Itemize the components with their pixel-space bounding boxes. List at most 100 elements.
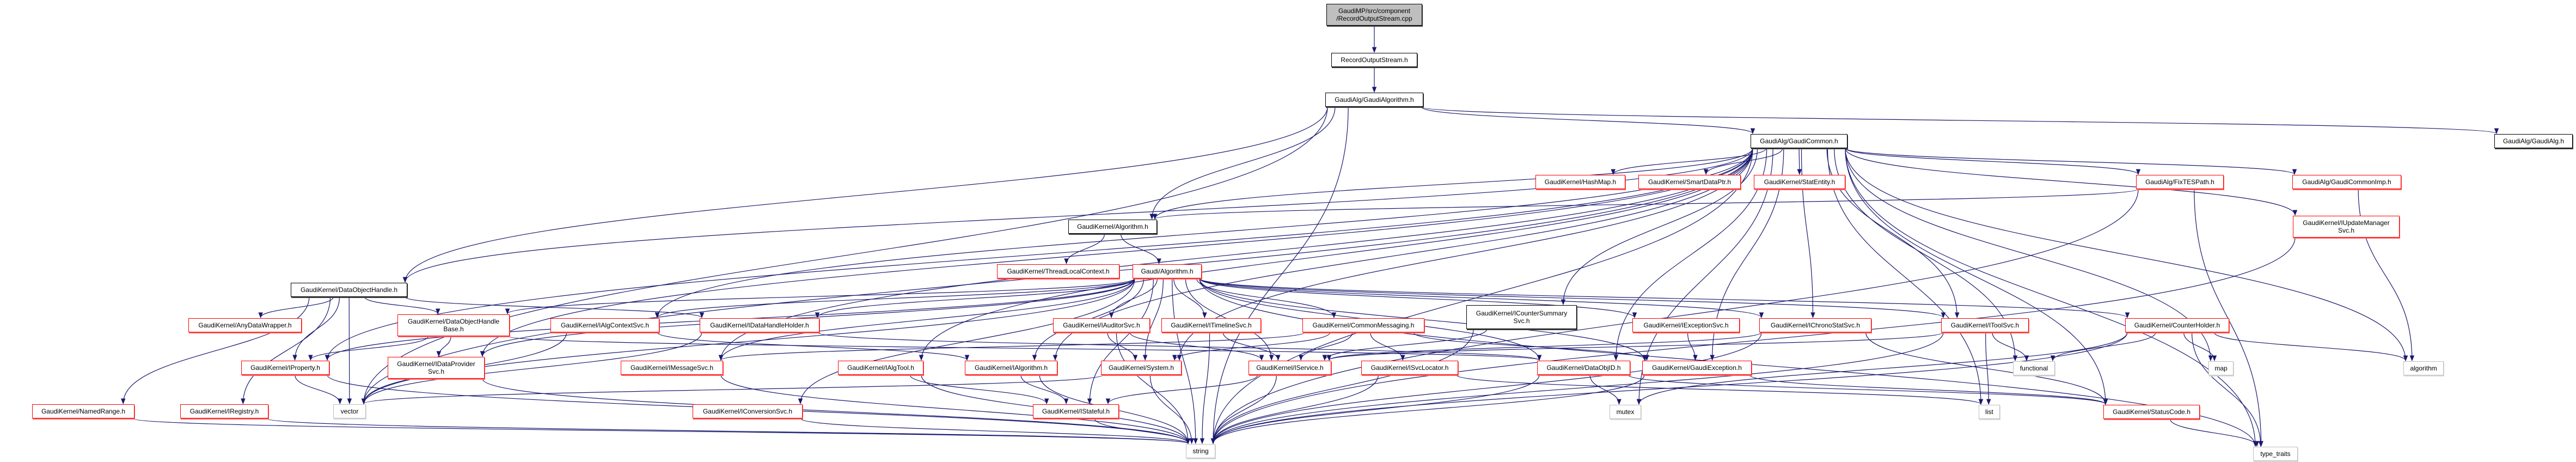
edge-cholder-to-mutex xyxy=(1636,332,2128,405)
node-statuscode-h[interactable]: GaudiKernel/StatusCode.h xyxy=(2103,405,2200,419)
node-iregistry-h[interactable]: GaudiKernel/IRegistry.h xyxy=(180,404,268,418)
node-kernel-algorithm-h[interactable]: GaudiKernel/Algorithm.h xyxy=(1068,220,1157,234)
edge-gexc-to-statuscode xyxy=(1749,374,2108,405)
node-system-h[interactable]: GaudiKernel/System.h xyxy=(1101,361,1182,375)
node-idatahandleholder-h[interactable]: GaudiKernel/IDataHandleHolder.h xyxy=(700,318,819,332)
edge-dohb-to-dataobjid xyxy=(507,336,1541,361)
node-hashmap-h[interactable]: GaudiKernel/HashMap.h xyxy=(1535,175,1625,189)
edge-gcimp-to-algorithm xyxy=(2358,189,2415,362)
edge-fixtes-to-kalgo xyxy=(1153,189,2139,220)
node-gaudiexception-h[interactable]: GaudiKernel/GaudiException.h xyxy=(1642,361,1752,375)
edge-dataobjid-to-statuscode xyxy=(1627,374,2108,405)
node-iupdatemanagersvc-h[interactable]: GaudiKernel/IUpdateManager Svc.h xyxy=(2293,216,2400,238)
node-gaudi-algorithm-h[interactable]: Gaudi/Algorithm.h xyxy=(1133,264,1202,278)
node-mutex[interactable]: mutex xyxy=(1610,405,1641,419)
edge-galgo-to-gaudialg xyxy=(1421,106,2499,135)
edge-cmsg-to-imsg xyxy=(719,332,1305,361)
edge-gcommon-to-gcimp xyxy=(1845,148,2297,175)
edge-itl-to-string xyxy=(1200,332,1210,445)
node-gaudialg-h[interactable]: GaudiAlg/GaudiAlg.h xyxy=(2494,134,2573,148)
edge-gexc-to-string xyxy=(1210,374,1645,445)
edge-galgo-to-kalgo xyxy=(1149,106,1336,220)
edge-ialgtool-to-istateful xyxy=(909,374,1049,405)
edge-galgorithm-to-iconv xyxy=(798,278,1135,405)
node-counterholder-h[interactable]: GaudiKernel/CounterHolder.h xyxy=(2125,318,2229,332)
node-anydatawrapper-h[interactable]: GaudiKernel/AnyDataWrapper.h xyxy=(188,318,302,332)
node-iservice-h[interactable]: GaudiKernel/IService.h xyxy=(1249,361,1331,375)
edge-iupdmgr-to-string xyxy=(1210,237,2296,445)
node-recordoutputstream-cpp[interactable]: GaudiMP/src/component /RecordOutputStrea… xyxy=(1326,4,1422,26)
edge-iregistry-to-string xyxy=(266,418,1190,445)
node-dataobjecthandlebase-h[interactable]: GaudiKernel/DataObjectHandle Base.h xyxy=(397,314,510,336)
node-list[interactable]: list xyxy=(1979,405,2000,419)
edge-galgo-to-gcommon xyxy=(1421,106,1755,135)
node-type-traits[interactable]: type_traits xyxy=(2253,447,2298,461)
node-idataprovidersvc-h[interactable]: GaudiKernel/IDataProvider Svc.h xyxy=(388,357,485,379)
node-smartdataptr-h[interactable]: GaudiKernel/SmartDataPtr.h xyxy=(1638,175,1741,189)
edge-doh-to-anydw xyxy=(258,296,334,319)
node-imessagesvc-h[interactable]: GaudiKernel/IMessageSvc.h xyxy=(621,361,723,375)
node-fixtespath-h[interactable]: GaudiAlg/FixTESPath.h xyxy=(2136,175,2224,189)
node-ialgtool-h[interactable]: GaudiKernel/IAlgTool.h xyxy=(838,361,923,375)
node-iauditorsvc-h[interactable]: GaudiKernel/IAuditorSvc.h xyxy=(1053,318,1150,332)
node-itimelinesvc-h[interactable]: GaudiKernel/ITimelineSvc.h xyxy=(1161,318,1261,332)
edge-galgo-to-doh xyxy=(402,106,1328,283)
edge-gcommon-to-iupdmgr xyxy=(1845,148,2298,216)
edge-gcommon-to-idps xyxy=(480,148,1753,357)
node-functional[interactable]: functional xyxy=(2013,361,2055,375)
edge-gcommon-to-ialgtool xyxy=(919,148,1753,361)
node-iconversionsvc-h[interactable]: GaudiKernel/IConversionSvc.h xyxy=(693,404,803,418)
edge-galgorithm-to-system xyxy=(1142,278,1164,361)
node-isvclocator-h[interactable]: GaudiKernel/ISvcLocator.h xyxy=(1361,361,1458,375)
node-ialgcontextsvc-h[interactable]: GaudiKernel/IAlgContextSvc.h xyxy=(550,318,659,332)
edge-galgorithm-to-itl xyxy=(1173,278,1207,319)
edge-gcommon-to-ichrono xyxy=(1801,148,1815,319)
edge-doh-to-iregistry xyxy=(241,296,331,405)
node-map[interactable]: map xyxy=(2208,361,2234,375)
node-iproperty-h[interactable]: GaudiKernel/IProperty.h xyxy=(241,361,329,375)
edge-galgorithm-to-idps xyxy=(480,278,1135,357)
edge-gcommon-to-hashmap xyxy=(1611,148,1767,175)
node-ichronostatsvc-h[interactable]: GaudiKernel/IChronoStatSvc.h xyxy=(1759,318,1871,332)
edge-dataobjid-to-string xyxy=(1210,374,1540,445)
node-vector[interactable]: vector xyxy=(333,404,366,418)
edge-ichrono-to-statuscode xyxy=(1865,332,2108,405)
node-dataobjid-h[interactable]: GaudiKernel/DataObjID.h xyxy=(1537,361,1630,375)
edge-itool-to-string xyxy=(1210,332,1944,445)
edge-cmsg-to-isvcloc xyxy=(1370,332,1405,361)
node-string[interactable]: string xyxy=(1186,444,1215,458)
edge-galgorithm-to-istateful xyxy=(1087,278,1154,405)
node-dataobjecthandle-h[interactable]: GaudiKernel/DataObjectHandle.h xyxy=(291,283,407,297)
node-gaudicommon-h[interactable]: GaudiAlg/GaudiCommon.h xyxy=(1751,134,1847,148)
edge-galgorithm-to-iexc xyxy=(1199,278,1637,319)
node-algorithm[interactable]: algorithm xyxy=(2403,361,2444,375)
edge-gcommon-to-icss xyxy=(1561,148,1758,306)
node-gaudialgorithm-h[interactable]: GaudiAlg/GaudiAlgorithm.h xyxy=(1325,93,1423,107)
edge-galgo-to-string xyxy=(1210,106,1349,445)
node-istateful-h[interactable]: GaudiKernel/IStateful.h xyxy=(1033,404,1119,418)
edge-icss-to-iservice xyxy=(1322,329,1488,361)
edge-itool-to-iservice xyxy=(1327,332,1944,361)
node-iexceptionsvc-h[interactable]: GaudiKernel/IExceptionSvc.h xyxy=(1632,318,1740,332)
edge-iaud-to-iservice xyxy=(1129,332,1264,361)
edge-icss-to-string xyxy=(1210,329,1474,445)
edge-fixtes-to-typetraits xyxy=(2194,189,2263,447)
node-icountersummarysvc-h[interactable]: GaudiKernel/ICounterSummary Svc.h xyxy=(1466,305,1577,329)
edge-iprop-to-vector xyxy=(295,374,342,405)
edge-gcommon-to-statentity xyxy=(1797,148,1802,175)
edge-iacs-to-ialgorithm xyxy=(657,332,970,361)
edge-gcommon-to-doh xyxy=(402,148,1753,283)
node-namedrange-h[interactable]: GaudiKernel/NamedRange.h xyxy=(32,404,134,418)
edge-doh-to-namedrange xyxy=(120,296,310,405)
edge-dohb-to-idps xyxy=(436,336,451,357)
edge-dataobjid-to-mutex xyxy=(1589,374,1622,405)
edge-ichrono-to-string xyxy=(1210,332,1762,445)
node-ialgorithm-h[interactable]: GaudiKernel/IAlgorithm.h xyxy=(965,361,1057,375)
node-statentity-h[interactable]: GaudiKernel/StatEntity.h xyxy=(1754,175,1845,189)
node-gaudicommonimp-h[interactable]: GaudiAlg/GaudiCommonImp.h xyxy=(2292,175,2401,189)
node-threadlocalcontext-h[interactable]: GaudiKernel/ThreadLocalContext.h xyxy=(997,264,1119,278)
node-recordoutputstream-h[interactable]: RecordOutputStream.h xyxy=(1331,53,1417,67)
edge-gcommon-to-smartptr xyxy=(1703,148,1783,175)
node-commonmessaging-h[interactable]: GaudiKernel/CommonMessaging.h xyxy=(1302,318,1424,332)
node-itoolsvc-h[interactable]: GaudiKernel/IToolSvc.h xyxy=(1941,318,2029,332)
